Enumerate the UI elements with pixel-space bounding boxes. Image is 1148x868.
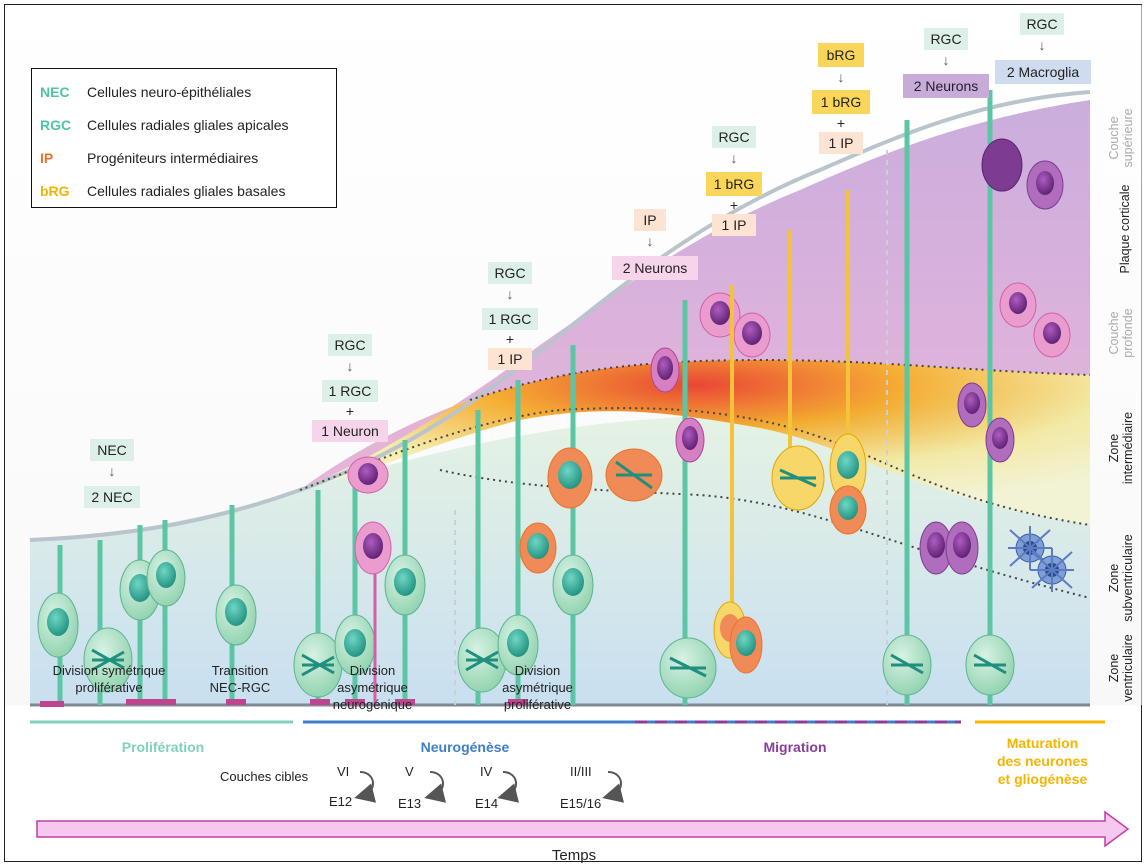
nec-rgc-cell <box>215 505 257 705</box>
division-box-bottom: 1 IP <box>712 214 756 236</box>
pial-surface <box>29 90 1091 542</box>
cells <box>37 90 1074 707</box>
legend-row-rgc: RGC Cellules radiales gliales apicales <box>40 108 336 141</box>
division-box-top: bRG <box>818 43 864 67</box>
nec-cell-2 <box>83 540 133 705</box>
arrow-down-icon: ↓ <box>942 52 950 68</box>
division-box-top: IP <box>634 209 666 231</box>
time-arrow <box>36 810 1130 848</box>
target-layer-iv: IV <box>480 764 493 779</box>
migration-cells <box>605 190 867 705</box>
ventricular-zone-area <box>30 380 1090 705</box>
zone-label-upper-layer: Couche supérieure <box>1107 108 1135 168</box>
boundary-cp-iz <box>469 358 1091 401</box>
arrow-down-icon: ↓ <box>108 463 116 479</box>
phase-label-maturation: Maturation des neurones et gliogénèse <box>996 735 1089 787</box>
maturation-cells <box>882 90 1074 705</box>
phase-label-neurogenese: Neurogénèse <box>420 739 510 755</box>
target-layers-label: Couches cibles <box>220 769 309 784</box>
legend-abbr: IP <box>40 149 54 166</box>
legend-abbr: RGC <box>40 116 72 133</box>
division-box-bottom: 2 Neurons <box>612 256 698 280</box>
arrow-down-icon: ↓ <box>346 358 354 374</box>
division-box-top: RGC <box>328 334 372 356</box>
division-box-top: RGC <box>712 126 756 148</box>
plus-sign: + <box>836 115 846 131</box>
target-layer-ii-iii: II/III <box>570 764 592 779</box>
astrocyte-2 <box>1030 548 1074 592</box>
arrow-down-icon: ↓ <box>646 233 654 249</box>
time-axis-label: Temps <box>551 847 597 864</box>
plus-sign: + <box>505 331 515 347</box>
legend-row-ip: IP Progéniteurs intermédiaires <box>40 141 336 174</box>
phase-label-migration: Migration <box>763 739 827 755</box>
curve-arrow-1 <box>354 771 377 803</box>
arrow-down-icon: ↓ <box>506 286 514 302</box>
boundary-iz-svz <box>299 407 1091 526</box>
rgc-cells-neurogenic <box>293 440 426 705</box>
division-box-bottom: 2 Neurons <box>903 74 989 98</box>
legend-text: Cellules radiales gliales basales <box>87 182 286 199</box>
curve-arrow-3 <box>497 771 520 803</box>
target-layer-v: V <box>405 764 414 779</box>
target-day-e13: E13 <box>398 796 422 811</box>
stage-label-proliferative: Division asymétrique proliférative <box>502 663 573 712</box>
legend-row-nec: NEC Cellules neuro-épithéliales <box>40 75 336 108</box>
nec-cell-4 <box>146 520 186 705</box>
stage-label-neurogenic: Division asymétrique neurogénique <box>332 663 413 712</box>
division-box-bottom: 1 IP <box>819 132 863 154</box>
intermediate-zone-area <box>300 360 1090 525</box>
arrow-down-icon: ↓ <box>837 69 845 85</box>
target-layer-vi: VI <box>337 764 350 779</box>
zone-label-ventricular: Zone ventriculaire <box>1107 634 1135 702</box>
legend: NEC Cellules neuro-épithéliales RGC Cell… <box>31 68 337 208</box>
rgc-cells-proliferative <box>457 345 594 705</box>
division-box-bottom: 1 Neuron <box>312 420 388 442</box>
cortical-plate-area <box>300 100 1090 490</box>
target-day-e12: E12 <box>329 794 353 809</box>
division-box-mid: 1 bRG <box>812 90 870 114</box>
target-day-e14: E14 <box>475 796 499 811</box>
division-box-bottom: 2 NEC <box>84 486 140 508</box>
legend-text: Cellules neuro-épithéliales <box>87 83 252 100</box>
nec-cell-1 <box>37 545 79 705</box>
phase-label-proliferation: Prolifération <box>121 739 205 755</box>
division-box-mid: 1 RGC <box>482 308 538 330</box>
legend-text: Cellules radiales gliales apicales <box>87 116 289 133</box>
plus-sign: + <box>729 197 739 213</box>
stage-label-transition: Transition NEC-RGC <box>209 663 271 695</box>
zone-label-cortical-plate: Plaque corticale <box>1118 184 1132 274</box>
target-day-e15-16: E15/16 <box>560 796 602 811</box>
division-box-top: RGC <box>924 28 968 50</box>
legend-abbr: NEC <box>40 83 70 100</box>
division-box-bottom: 2 Macroglia <box>995 60 1091 84</box>
division-box-mid: 1 RGC <box>322 380 378 402</box>
plus-sign: + <box>345 403 355 419</box>
stage-label-symmetric: Division symétrique proliférative <box>52 663 166 695</box>
division-box-top: RGC <box>1020 13 1064 35</box>
division-box-top: NEC <box>90 439 134 461</box>
curve-arrow-4 <box>602 771 625 803</box>
zone-label-subventricular: Zone subventriculaire <box>1107 534 1135 622</box>
legend-text: Progéniteurs intermédiaires <box>87 149 259 166</box>
legend-abbr: bRG <box>40 182 70 199</box>
division-box-mid: 1 bRG <box>706 172 762 196</box>
astrocyte-1 <box>1008 526 1052 570</box>
apical-junctions <box>40 699 528 707</box>
arrow-down-icon: ↓ <box>730 150 738 166</box>
zone-label-deep-layer: Couche profonde <box>1107 308 1135 358</box>
division-box-top: RGC <box>488 262 532 284</box>
arrow-down-icon: ↓ <box>1038 37 1046 53</box>
curve-arrow-2 <box>424 771 447 803</box>
legend-row-brg: bRG Cellules radiales gliales basales <box>40 174 336 207</box>
zone-label-intermediate: Zone intermédiaire <box>1107 411 1135 485</box>
division-box-bottom: 1 IP <box>488 348 532 370</box>
